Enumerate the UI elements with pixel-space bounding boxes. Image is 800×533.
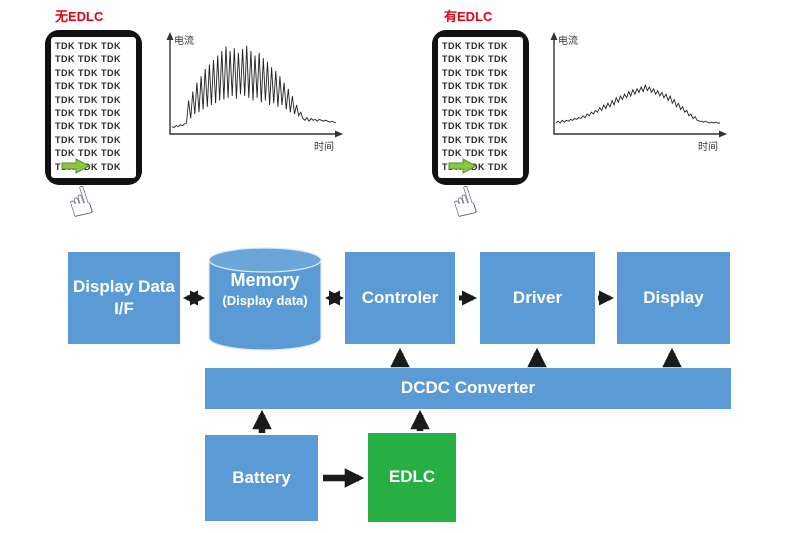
caption-with-edlc: 有EDLC	[444, 9, 493, 24]
caption-without-edlc: 无EDLC	[55, 9, 104, 24]
current-chart-with-edlc: 电流 时间	[550, 32, 727, 153]
current-chart-without-edlc: 电流 时间	[166, 32, 343, 153]
memory-cylinder-shape	[208, 247, 322, 351]
block-dcdc-converter: DCDC Converter	[205, 368, 731, 409]
block-driver: Driver	[480, 252, 595, 344]
memory-label: Memory (Display data)	[206, 270, 324, 309]
x-axis-arrow	[719, 130, 727, 138]
y-axis-arrow	[166, 32, 174, 40]
current-waveform	[555, 83, 720, 124]
y-axis-label: 电流	[558, 34, 578, 47]
block-controller: Controler	[345, 252, 455, 344]
block-display: Display	[617, 252, 730, 344]
block-battery: Battery	[205, 435, 318, 521]
y-axis-label: 电流	[174, 34, 194, 47]
scroll-arrow-icon	[61, 158, 91, 174]
scroll-arrow-icon	[448, 158, 478, 174]
pointing-hand-icon: ☝	[61, 177, 99, 229]
block-memory: Memory (Display data)	[206, 246, 324, 352]
pointing-hand-icon: ☝	[445, 177, 483, 229]
block-edlc: EDLC	[368, 433, 456, 522]
current-waveform	[171, 45, 337, 129]
memory-subtitle: (Display data)	[222, 293, 308, 308]
block-display-data-if: Display Data I/F	[68, 252, 180, 344]
x-axis-arrow	[335, 130, 343, 138]
memory-title: Memory	[230, 270, 300, 290]
y-axis-arrow	[550, 32, 558, 40]
x-axis-label: 时间	[698, 140, 718, 153]
x-axis-label: 时间	[314, 140, 334, 153]
